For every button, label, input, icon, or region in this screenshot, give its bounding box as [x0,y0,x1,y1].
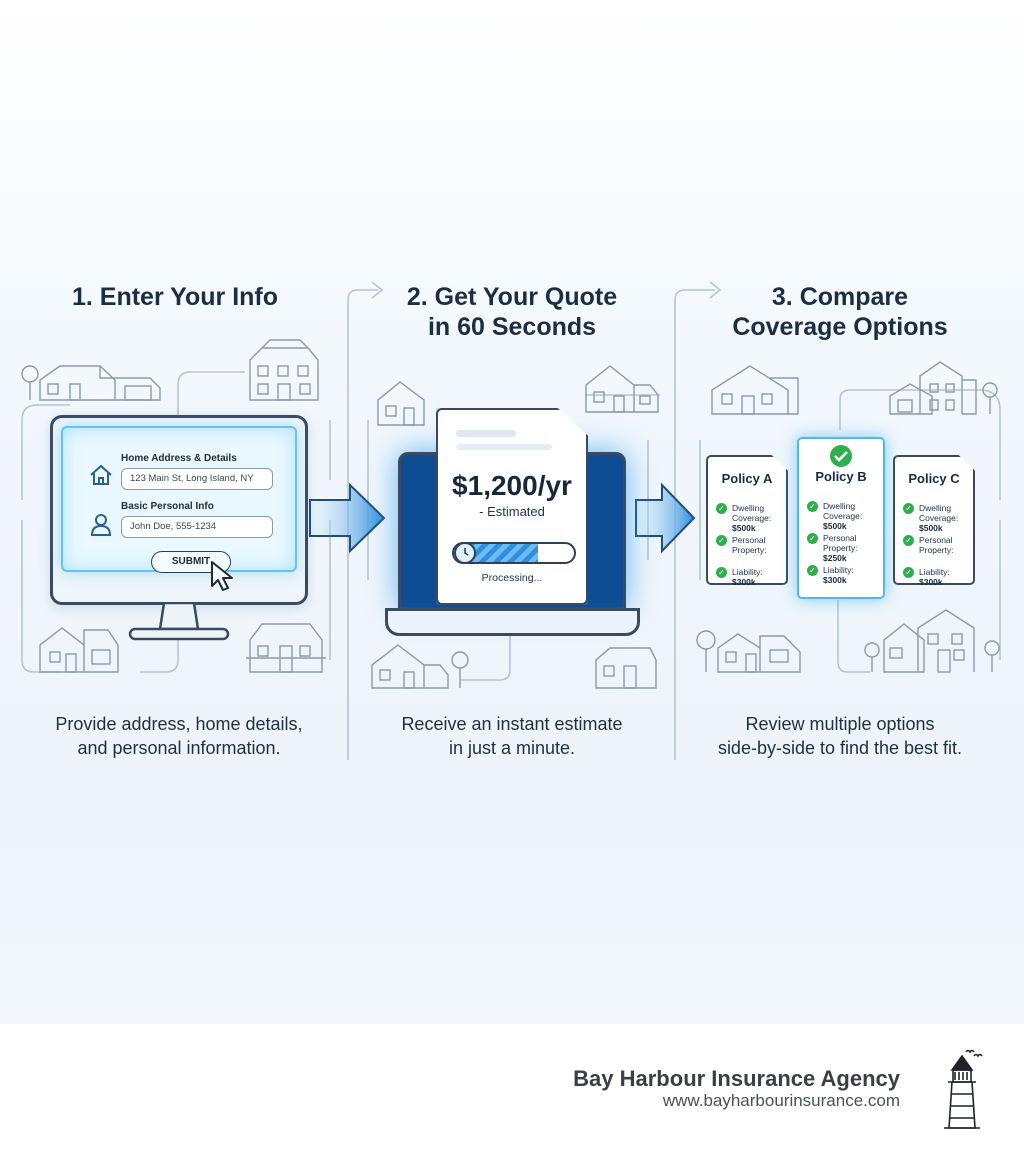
check-icon: ✓ [716,535,727,546]
step-2-description-line2: in just a minute. [448,738,576,758]
progress-bar [452,542,576,564]
background-illustration [21,281,1001,760]
coverage-label: Personal Property: [919,535,954,555]
document-lines [456,430,552,450]
coverage-label: Liability: [823,565,854,575]
coverage-label: Dwelling Coverage: [919,503,959,523]
coverage-value: $300k [823,575,847,585]
laptop-base [385,608,640,636]
coverage-value: $500k [823,521,847,531]
coverage-label: Personal Property: [732,535,767,555]
step-1-description-line2: and personal information. [77,738,281,758]
step-3-title-line2: Coverage Options [732,313,948,341]
desktop-monitor: Home Address & Details 123 Main St, Long… [50,415,308,605]
personal-info-label: Basic Personal Info [121,501,214,512]
check-icon: ✓ [903,535,914,546]
policy-card-c[interactable]: Policy C ✓ Dwelling Coverage:$500k ✓ Persona… [893,455,975,585]
check-icon: ✓ [807,501,818,512]
quote-estimate-label: - Estimated [479,504,545,519]
cursor-icon [211,561,233,591]
process-diagram: 1. Enter Your Info 2. Get Your Quote in … [5,281,1010,760]
step-3-title: 3. Compare Coverage Options [670,282,1010,342]
user-icon [91,514,111,536]
check-icon [830,445,852,467]
lighthouse-icon [944,1049,983,1129]
footer [0,1024,1024,1154]
coverage-value: $500k [919,523,943,533]
policy-card-b[interactable]: Policy B ✓ Dwelling Coverage:$500k ✓ Persona… [797,437,885,599]
right-arrow-icon [309,482,386,554]
step-3-title-line1: 3. Compare [771,283,909,311]
coverage-value: $500k [732,523,756,533]
quote-price: $1,200/yr [452,470,572,501]
coverage-value: $250k [823,553,847,563]
step-1-description: Provide address, home details, and perso… [9,712,349,760]
right-arrow-icon [635,482,696,554]
check-icon: ✓ [903,503,914,514]
check-icon: ✓ [716,503,727,514]
step-3-description: Review multiple options side-by-side to … [670,712,1010,760]
quote-document: $1,200/yr - Estimated Processing... [436,408,588,605]
coverage-value: $300k [732,577,756,587]
address-input[interactable]: 123 Main St, Long Island, NY [121,468,273,490]
step-2-title: 2. Get Your Quote in 60 Seconds [342,282,682,342]
clock-icon [454,544,476,562]
check-icon: ✓ [807,533,818,544]
processing-status: Processing... [481,572,543,584]
coverage-label: Liability: [919,567,950,577]
coverage-label: Dwelling Coverage: [732,503,772,523]
brand-url[interactable]: www.bayharbourinsurance.com [662,1091,900,1110]
step-2-title-line2: in 60 Seconds [427,313,597,341]
monitor-stand [128,603,230,641]
coverage-label: Personal Property: [823,533,858,553]
home-icon [90,464,112,485]
coverage-label: Dwelling Coverage: [823,501,863,521]
step-2-title-line1: 2. Get Your Quote [406,283,618,311]
personal-info-input[interactable]: John Doe, 555-1234 [121,516,273,538]
step-1-title-line1: 1. Enter Your Info [71,283,279,311]
step-3-description-line2: side-by-side to find the best fit. [717,738,963,758]
step-2-description: Receive an instant estimate in just a mi… [342,712,682,760]
step-1-title: 1. Enter Your Info [5,282,345,312]
policy-name: Policy B [815,469,867,484]
policy-card-a[interactable]: Policy A ✓ Dwelling Coverage:$500k ✓ Persona… [706,455,788,585]
check-icon: ✓ [807,565,818,576]
step-1-description-line1: Provide address, home details, [55,714,303,734]
check-icon: ✓ [716,567,727,578]
policy-name: Policy A [721,471,773,486]
coverage-label: Liability: [732,567,763,577]
check-icon: ✓ [903,567,914,578]
coverage-value: $300k [919,577,943,587]
step-2-description-line1: Receive an instant estimate [401,714,623,734]
step-3-description-line1: Review multiple options [745,714,935,734]
brand-name: Bay Harbour Insurance Agency [573,1066,900,1091]
monitor-screen: Home Address & Details 123 Main St, Long… [61,426,297,591]
address-label: Home Address & Details [121,453,237,464]
policy-name: Policy C [908,471,960,486]
